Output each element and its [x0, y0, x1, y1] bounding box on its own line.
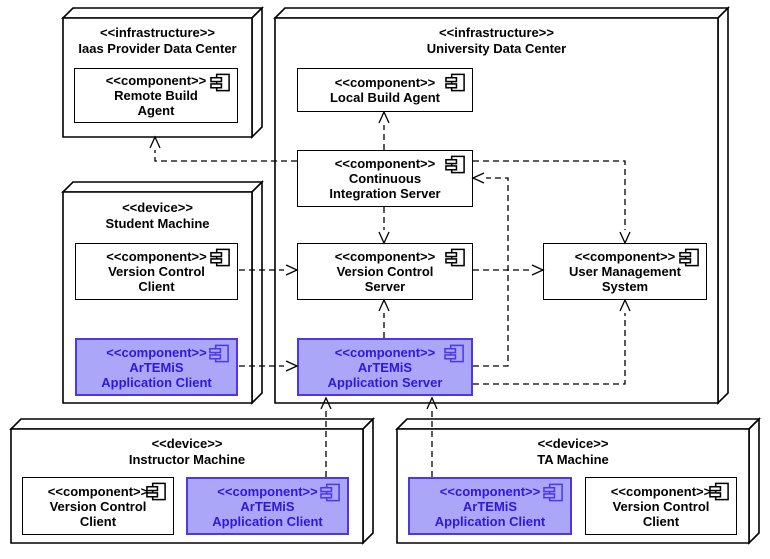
component-continuous-integration-server: <<component>> Continuous Integration Ser… [297, 150, 473, 207]
component-name: Version Control Server [336, 264, 434, 294]
component-stereotype: <<component>> [610, 483, 712, 499]
component-stereotype: <<component>> [439, 483, 541, 499]
node-name: TA Machine [537, 452, 609, 467]
component-icon [445, 155, 465, 174]
component-stereotype: <<component>> [334, 344, 436, 360]
component-instructor-artemis-application-client: <<component>> ArTEMiS Application Client [186, 477, 349, 535]
component-student-artemis-application-client: <<component>> ArTEMiS Application Client [75, 338, 238, 396]
node-stereotype: <<device>> [122, 200, 193, 215]
component-icon [445, 248, 465, 267]
component-stereotype: <<component>> [574, 249, 676, 264]
component-stereotype: <<component>> [334, 249, 436, 264]
component-instructor-version-control-client: <<component>> Version Control Client [22, 477, 174, 535]
component-stereotype: <<component>> [106, 249, 207, 264]
component-ta-version-control-client: <<component>> Version Control Client [585, 477, 737, 535]
node-title-ta: <<device>> TA Machine [397, 436, 749, 468]
node-title-student: <<device>> Student Machine [63, 200, 252, 232]
component-name: ArTEMiS Application Client [101, 359, 212, 390]
component-stereotype: <<component>> [106, 344, 207, 360]
node-stereotype: <<device>> [151, 436, 223, 451]
node-stereotype: <<infrastructure>> [439, 25, 554, 40]
node-name: Iaas Provider Data Center [78, 41, 237, 56]
component-icon [210, 73, 230, 92]
node-title-iaas: <<infrastructure>> Iaas Provider Data Ce… [63, 25, 252, 57]
component-user-management-system: <<component>> User Management System [543, 243, 707, 300]
node-stereotype: <<infrastructure>> [100, 25, 215, 40]
component-stereotype: <<component>> [47, 483, 149, 499]
component-icon [210, 248, 230, 267]
component-name: ArTEMiS Application Client [434, 498, 546, 529]
component-stereotype: <<component>> [334, 75, 436, 90]
component-ta-artemis-application-client: <<component>> ArTEMiS Application Client [408, 477, 572, 535]
component-name: Local Build Agent [329, 90, 441, 105]
component-icon [679, 248, 699, 267]
component-name: Remote Build Agent [114, 88, 198, 118]
node-title-university: <<infrastructure>> University Data Cente… [275, 25, 718, 57]
node-title-instructor: <<device>> Instructor Machine [11, 436, 363, 468]
component-stereotype: <<component>> [334, 156, 436, 171]
component-icon [146, 482, 166, 501]
node-name: Student Machine [105, 216, 210, 231]
component-local-build-agent: <<component>> Local Build Agent [297, 68, 473, 112]
component-student-version-control-client: <<component>> Version Control Client [75, 243, 238, 300]
node-stereotype: <<device>> [537, 436, 609, 451]
component-stereotype: <<component>> [105, 73, 207, 88]
node-name: University Data Center [426, 41, 567, 56]
component-remote-build-agent: <<component>> Remote Build Agent [74, 68, 238, 123]
component-stereotype: <<component>> [217, 483, 318, 499]
component-icon [209, 344, 229, 363]
component-name: Version Control Client [108, 264, 205, 294]
component-icon [444, 344, 464, 363]
component-name: Version Control Client [612, 498, 710, 529]
component-name: ArTEMiS Application Server [327, 359, 443, 390]
component-artemis-application-server: <<component>> ArTEMiS Application Server [297, 338, 473, 396]
component-name: Version Control Client [49, 498, 147, 529]
component-icon [709, 482, 729, 501]
component-icon [320, 483, 340, 502]
component-name: ArTEMiS Application Client [212, 498, 323, 529]
component-version-control-server: <<component>> Version Control Server [297, 243, 473, 300]
component-name: User Management System [569, 264, 681, 294]
component-icon [445, 73, 465, 92]
component-name: Continuous Integration Server [329, 171, 441, 201]
component-icon [543, 483, 563, 502]
node-name: Instructor Machine [128, 452, 246, 467]
